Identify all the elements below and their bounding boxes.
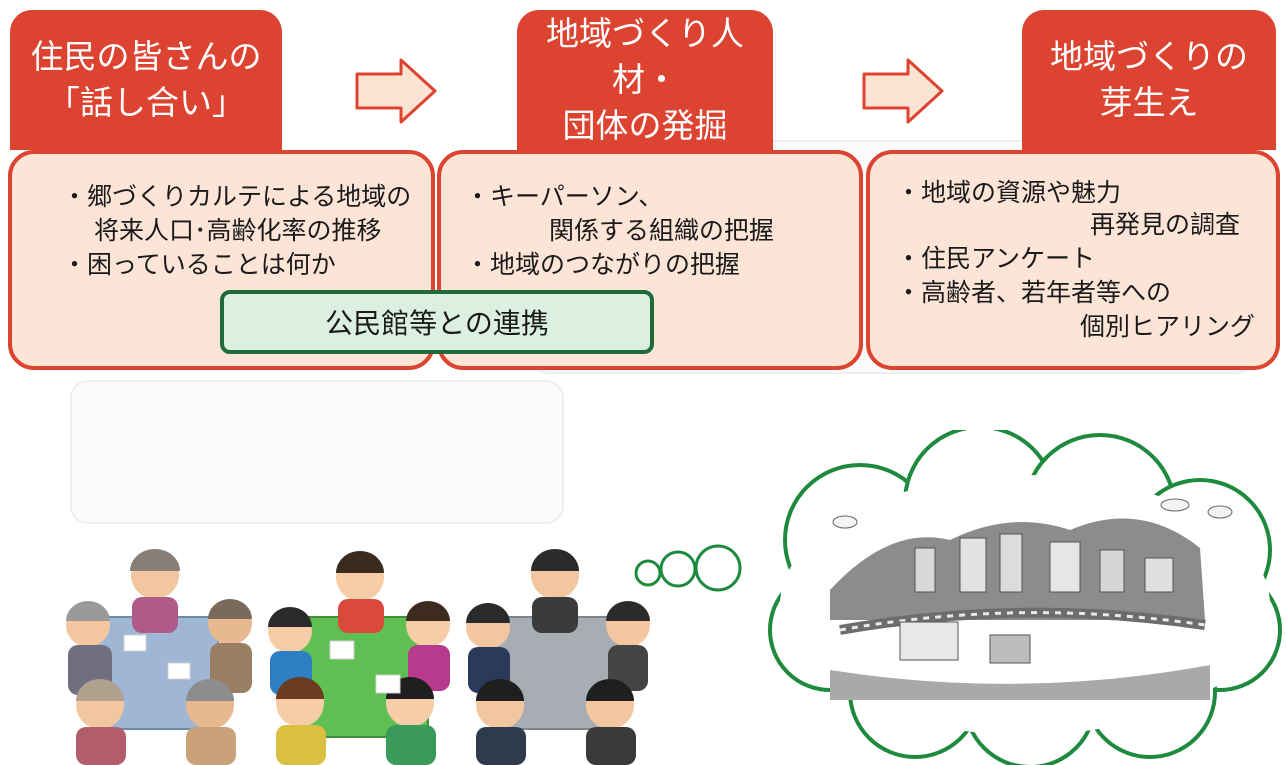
step3-bullet: ・住民アンケート [896,244,1096,273]
step2-header: 地域づくり人材・ 団体の発掘 [517,10,773,150]
step3-bullet: 個別ヒアリング [1080,312,1256,341]
step2-bullet: ・地域のつながりの把握 [465,250,741,279]
collaboration-label: 公民館等との連携 [220,290,654,354]
step2-bullet: ・キーパーソン、 [465,182,664,211]
step1-title-line2: 「話し合い」 [47,83,245,122]
step3-bullet: 再発見の調査 [1090,210,1241,239]
step1-bullet: ・郷づくりカルテによる地域の [62,182,412,211]
step1-title-line1: 住民の皆さんの [30,37,262,76]
step3-bullet: ・高齢者、若年者等への [896,278,1172,307]
step1-header: 住民の皆さんの 「話し合い」 [10,10,282,150]
town-landscape [830,498,1233,700]
background-faint-panel-left [70,380,564,524]
step2-bullet: 関係する組織の把握 [549,216,775,245]
step3-title-line1: 地域づくりの [1050,37,1248,76]
step2-box: ・キーパーソン、 関係する組織の把握 ・地域のつながりの把握 [437,150,863,370]
step1-bullet: 将来人口･高齢化率の推移 [94,216,382,245]
meeting-group-3 [466,549,650,765]
step3-header: 地域づくりの 芽生え [1022,10,1276,150]
step2-title-line2: 団体の発掘 [562,106,728,145]
flow-arrow-2 [862,58,944,124]
community-meeting-illustration [66,549,650,765]
step2-title-line1: 地域づくり人材・ [546,14,744,99]
step3-box: ・地域の資源や魅力 再発見の調査 ・住民アンケート ・高齢者、若年者等への 個別… [866,150,1280,370]
step3-bullet: ・地域の資源や魅力 [896,178,1122,207]
thought-bubble-illustration [634,430,1282,765]
meeting-group-1 [66,549,252,765]
meeting-group-2 [268,551,450,765]
flow-arrow-1 [355,58,437,124]
step1-bullet: ・困っていることは何か [62,250,336,279]
step3-title-line2: 芽生え [1099,83,1199,122]
thought-dots [634,544,742,592]
